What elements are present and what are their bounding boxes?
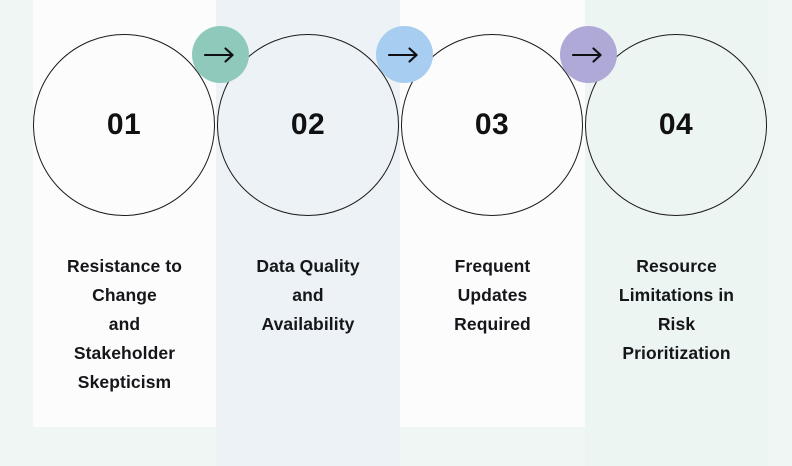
caption-line: Limitations in (618, 285, 735, 306)
caption-line: Prioritization (622, 343, 731, 364)
caption-line: and (108, 314, 141, 335)
arrow-right-icon (203, 46, 238, 63)
connector-badge-03-04 (560, 26, 617, 83)
step-number-03: 03 (474, 108, 510, 141)
caption-line: Stakeholder (73, 343, 176, 364)
caption-line: Availability (261, 314, 355, 335)
step-circle-04: 04 (585, 34, 767, 216)
step-circle-02: 02 (217, 34, 399, 216)
caption-line: Resistance to (66, 256, 183, 276)
connector-badge-02-03 (376, 26, 433, 83)
caption-line: Resource (636, 256, 717, 276)
step-number-04: 04 (658, 108, 694, 141)
caption-line: Updates (457, 285, 528, 306)
caption-line: Frequent (454, 256, 531, 276)
step-circle-01: 01 (33, 34, 215, 216)
connector-badge-01-02 (192, 26, 249, 83)
caption-line: Risk (657, 314, 696, 335)
arrow-right-icon (571, 46, 606, 63)
step-number-01: 01 (106, 108, 142, 141)
step-circle-03: 03 (401, 34, 583, 216)
caption-line: and (292, 285, 324, 306)
arrow-right-icon (387, 46, 422, 63)
caption-line: Required (454, 314, 531, 335)
caption-line: Change (92, 285, 157, 306)
caption-line: Skepticism (77, 372, 172, 393)
step-number-02: 02 (290, 108, 326, 141)
caption-line: Data Quality (256, 256, 360, 276)
